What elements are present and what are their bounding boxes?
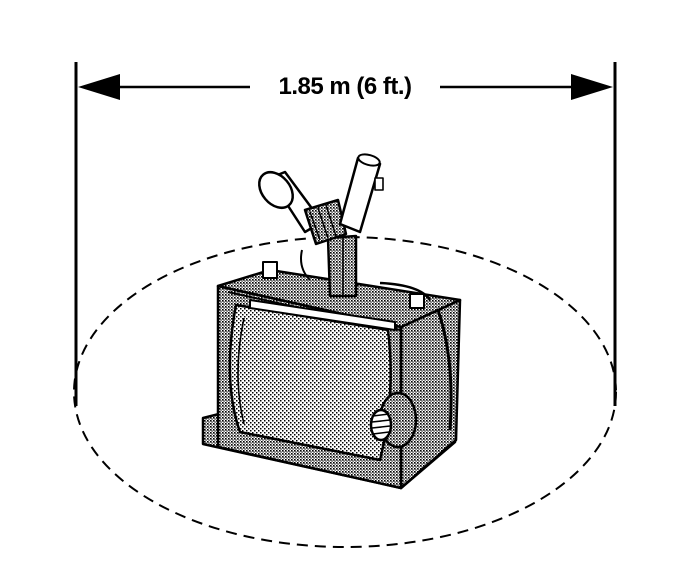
lamp-mast	[326, 234, 358, 298]
display-screen	[228, 303, 392, 462]
right-arrowhead	[571, 74, 613, 100]
left-arrowhead	[78, 74, 120, 100]
spotlight-lamp	[258, 170, 348, 246]
dimension-label: 1.85 m (6 ft.)	[250, 70, 440, 104]
control-knob	[369, 391, 418, 449]
dimension-extension-lines	[74, 62, 617, 406]
lamp-handle	[338, 153, 384, 234]
power-cable	[436, 309, 453, 431]
battery-charger	[201, 153, 462, 490]
